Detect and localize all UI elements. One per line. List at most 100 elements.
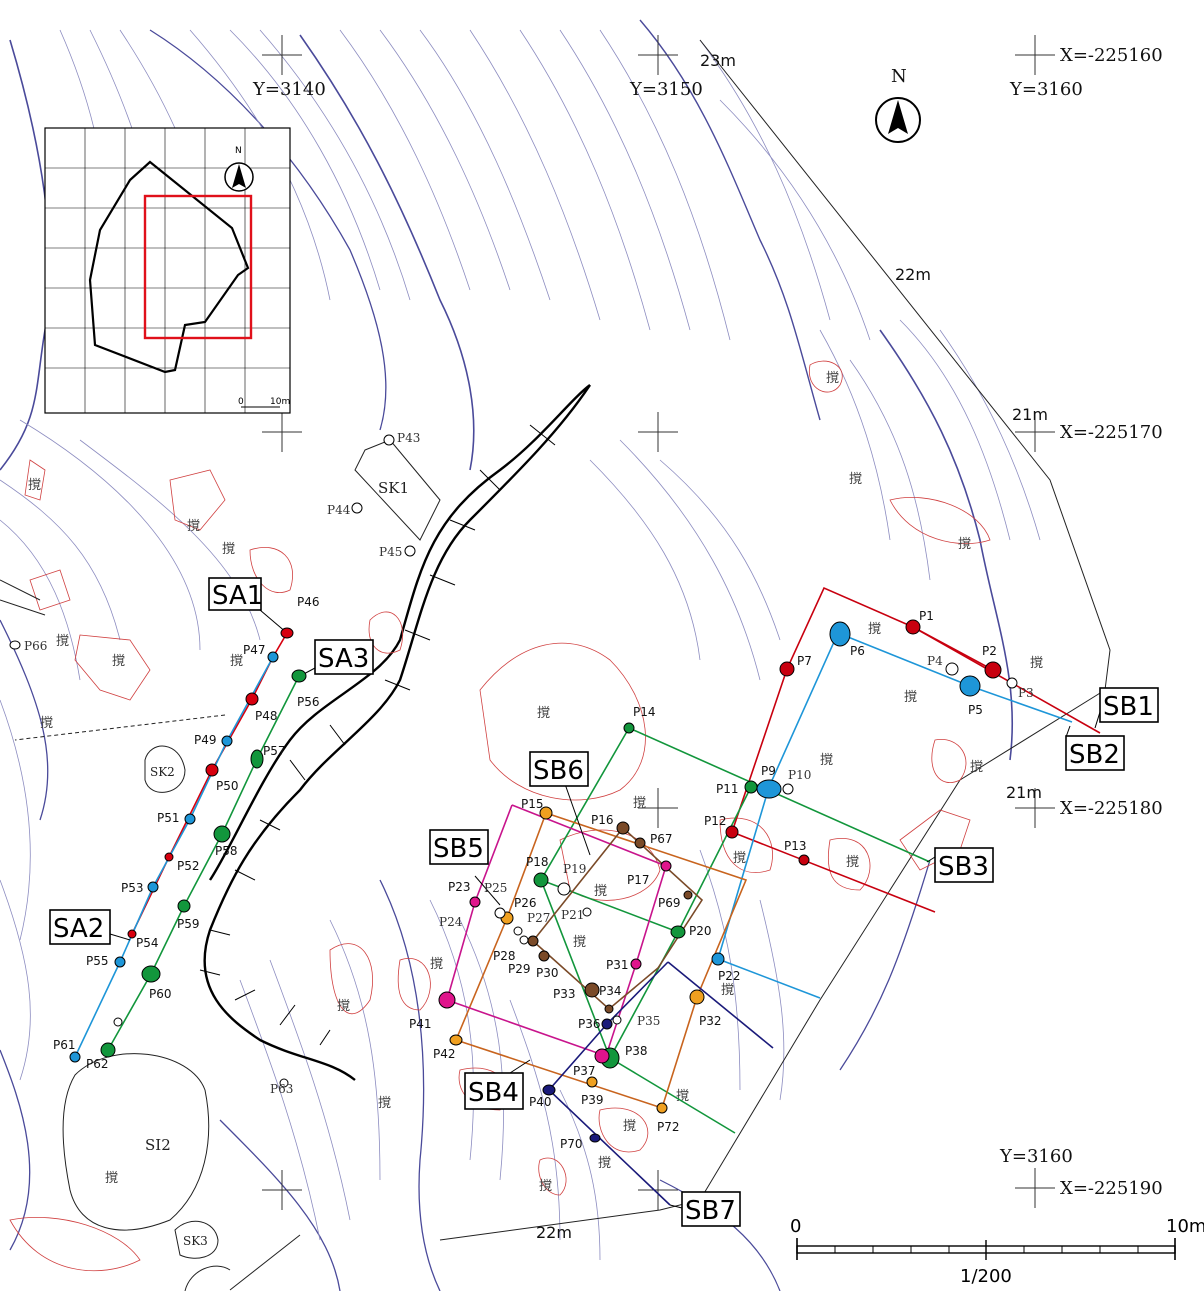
- pit-marker: [582, 907, 592, 917]
- pit-label: P37: [573, 1064, 596, 1078]
- pit-label: P61: [53, 1038, 76, 1052]
- pit-marker: [494, 907, 506, 919]
- pit-label: P24: [439, 915, 463, 929]
- scale-ratio: 1/200: [960, 1266, 1012, 1287]
- disturbance-label: 撹: [849, 472, 862, 487]
- pit-marker: [469, 896, 481, 908]
- pit-marker: [184, 813, 196, 825]
- pit-marker: [798, 854, 810, 866]
- disturbance-label: 撹: [378, 1096, 391, 1111]
- disturbance-outlines: [9, 360, 991, 1272]
- pit-label: P11: [716, 782, 739, 796]
- feature-label-si2: SI2: [145, 1136, 171, 1154]
- pit-marker: [221, 735, 233, 747]
- pit-marker: [601, 1018, 613, 1030]
- feature-label-sk2: SK2: [150, 765, 175, 779]
- disturbance-label: 撹: [537, 706, 550, 721]
- elevation-label: 21m: [1006, 783, 1042, 802]
- grid-label-y-3140: Y=3140: [252, 79, 326, 100]
- pit-marker: [612, 1015, 622, 1025]
- disturbance-label: 撹: [539, 1179, 552, 1194]
- pit-marker: [660, 860, 672, 872]
- pit-label: P14: [633, 705, 656, 719]
- feature-label-sk1: SK1: [378, 479, 409, 497]
- structure-label-sa1: SA1: [208, 577, 263, 611]
- structure-lines: [74, 586, 1101, 1206]
- pit-marker: [250, 749, 264, 769]
- pit-marker: [744, 780, 758, 794]
- pit-marker: [623, 722, 635, 734]
- disturbance-label: 撹: [721, 983, 734, 998]
- pit-marker: [205, 763, 219, 777]
- structure-label-sb4: SB4: [464, 1072, 524, 1110]
- disturbance-label: 撹: [820, 753, 833, 768]
- pit-marker: [164, 852, 174, 862]
- structure-label-text: SB2: [1069, 740, 1120, 770]
- pit-marker: [438, 991, 456, 1009]
- pit-label: P19: [563, 862, 586, 876]
- pit-label: P26: [514, 896, 537, 910]
- disturbance-label: 撹: [958, 537, 971, 552]
- structure-label-text: SB4: [468, 1078, 519, 1108]
- leader-lines: [109, 609, 1101, 1209]
- pit-label: P55: [86, 954, 109, 968]
- pit-label: P27: [527, 911, 550, 925]
- pit-label: P10: [788, 768, 811, 782]
- pit-label: P67: [650, 832, 673, 846]
- pit-label: P13: [784, 839, 807, 853]
- scale-bar-max: 10m: [1166, 1216, 1204, 1237]
- structure-label-sb6: SB6: [529, 751, 589, 787]
- pit-marker: [280, 627, 294, 639]
- pit-label: P20: [689, 924, 712, 938]
- disturbance-label: 撹: [430, 957, 443, 972]
- pit-marker: [604, 1004, 614, 1014]
- pit-label: P9: [761, 764, 776, 778]
- pit-marker: [584, 982, 600, 998]
- pit-marker: [905, 619, 921, 635]
- pits: [9, 434, 1018, 1143]
- pit-marker: [404, 545, 416, 557]
- pit-label: P2: [982, 644, 997, 658]
- pit-marker: [291, 669, 307, 683]
- pit-label: P46: [297, 595, 320, 609]
- pit-label: P40: [529, 1095, 552, 1109]
- pit-labels: P1 P2 P3 P4 P5 P6 P7 P9 P10 P11 P12 P13 …: [24, 431, 1034, 1151]
- pit-label: P36: [578, 1017, 601, 1031]
- pit-label: P18: [526, 855, 549, 869]
- elevation-label: 23m: [700, 51, 736, 70]
- pit-marker: [213, 825, 231, 843]
- pit-label: P30: [536, 966, 559, 980]
- pit-label: P21: [561, 908, 584, 922]
- pit-marker: [69, 1051, 81, 1063]
- slope-hachures: [199, 424, 556, 1046]
- pit-marker: [9, 640, 21, 650]
- structure-label-text: SA2: [53, 914, 104, 944]
- pit-label: P45: [379, 545, 402, 559]
- pit-label: P16: [591, 813, 614, 827]
- pit-label: P32: [699, 1014, 722, 1028]
- structure-label-text: SB5: [433, 834, 484, 864]
- pit-marker: [683, 890, 693, 900]
- pit-marker: [630, 958, 642, 970]
- pit-marker: [513, 926, 523, 936]
- pit-marker: [670, 925, 686, 939]
- disturbance-label: 撹: [970, 760, 983, 775]
- structure-label-text: SA3: [318, 644, 369, 674]
- pit-marker: [689, 989, 705, 1005]
- disturbance-label: 撹: [868, 622, 881, 637]
- pit-label: P70: [560, 1137, 583, 1151]
- pit-marker: [114, 956, 126, 968]
- pit-marker: [519, 935, 529, 945]
- pit-marker: [984, 661, 1002, 679]
- pit-marker: [589, 1133, 601, 1143]
- grid-label-x-225170: X=-225170: [1060, 422, 1163, 443]
- pit-label: P22: [718, 969, 741, 983]
- grid-label-y-3150: Y=3150: [629, 79, 703, 100]
- pit-label: P53: [121, 881, 144, 895]
- pit-label: P48: [255, 709, 278, 723]
- pit-marker: [177, 899, 191, 913]
- pit-marker: [725, 825, 739, 839]
- disturbance-label: 撹: [337, 999, 350, 1014]
- pit-marker: [539, 806, 553, 820]
- pit-label: P6: [850, 644, 865, 658]
